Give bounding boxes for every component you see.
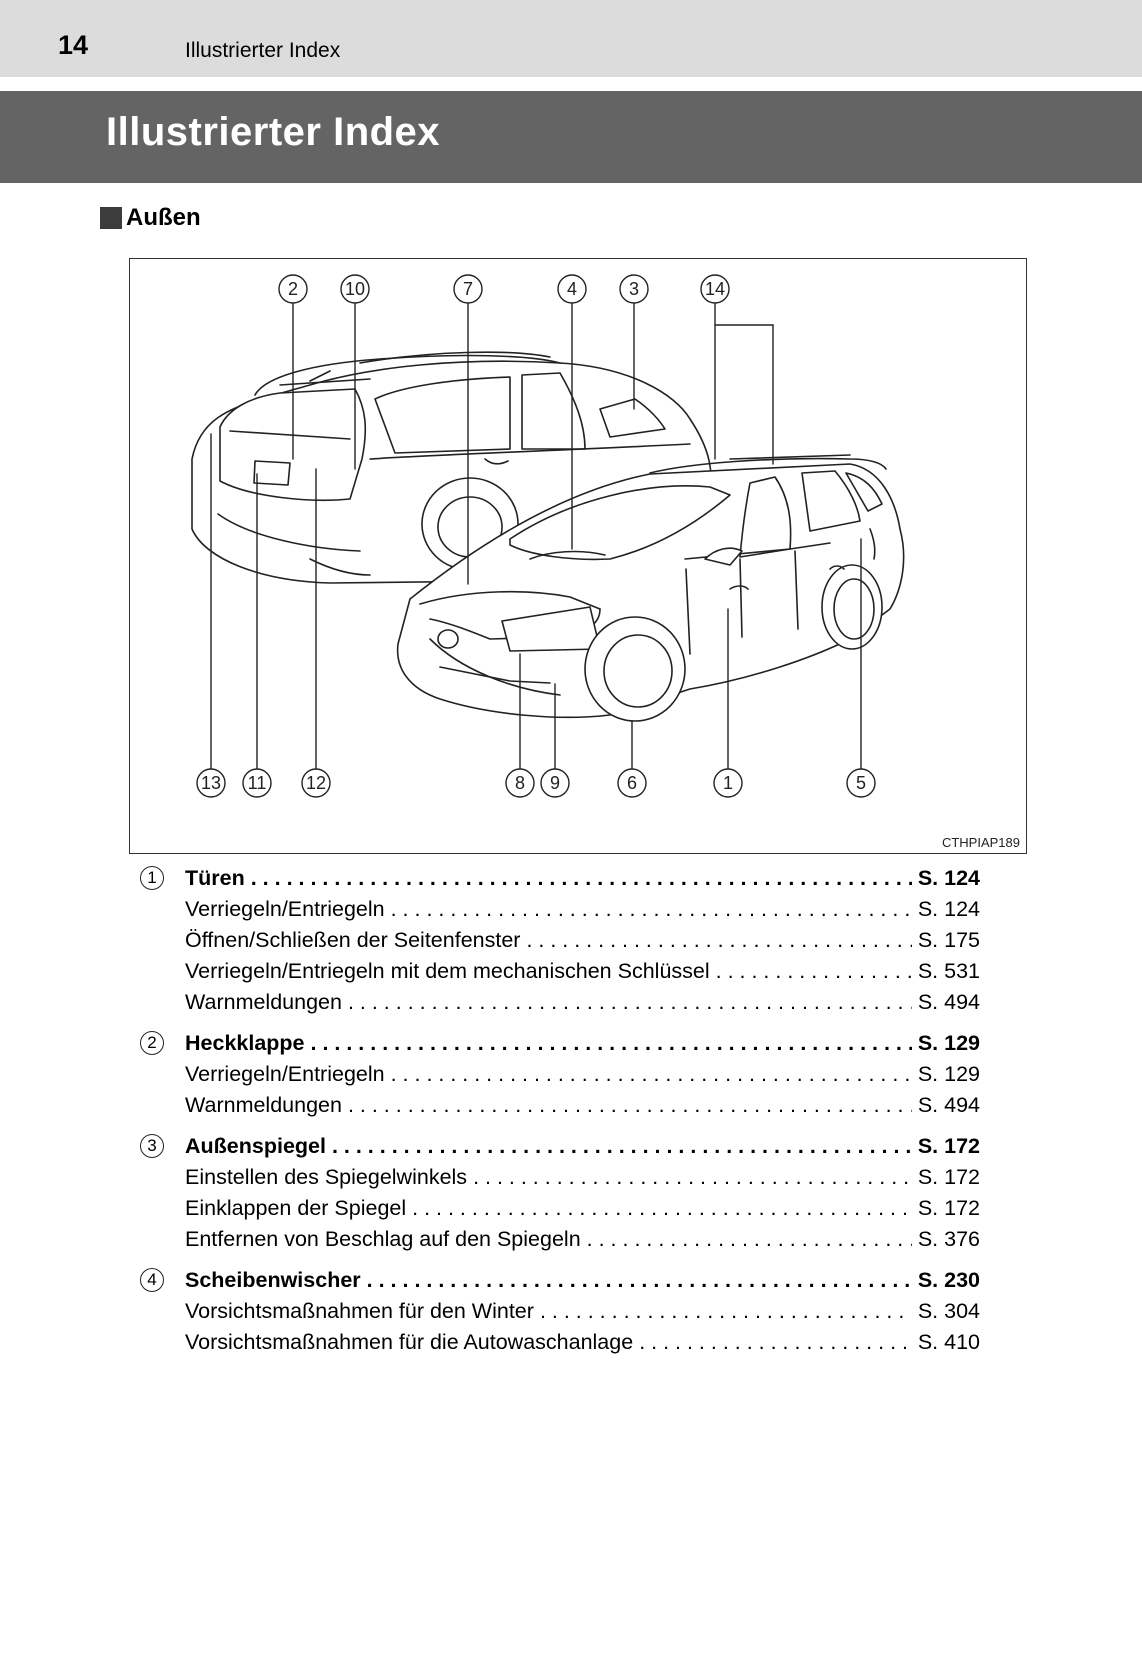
running-header: 14 Illustrierter Index xyxy=(0,0,1142,77)
index-entry-main: 1 Türen S. 124 xyxy=(140,863,980,894)
callout-8: 8 xyxy=(515,773,525,793)
index-entry-sub: Verriegeln/Entriegeln mit dem mechanisch… xyxy=(140,956,980,987)
dot-leader xyxy=(367,1265,912,1296)
page-reference: S. 304 xyxy=(917,1299,980,1323)
page-reference: S. 494 xyxy=(917,990,980,1014)
entry-number-badge: 4 xyxy=(140,1268,164,1292)
index-entry-sub: Verriegeln/Entriegeln S. 124 xyxy=(140,894,980,925)
running-section-title: Illustrierter Index xyxy=(185,39,341,62)
entry-label: Verriegeln/Entriegeln xyxy=(185,897,385,921)
entry-label: Öffnen/Schließen der Seitenfenster xyxy=(185,928,521,952)
index-entry-sub: Öffnen/Schließen der Seitenfenster S. 17… xyxy=(140,925,980,956)
figure-code: CTHPIAP189 xyxy=(941,835,1020,850)
dot-leader xyxy=(587,1224,912,1255)
car-line-drawing: 2 10 7 4 3 14 13 11 12 8 9 6 1 5 xyxy=(191,274,905,798)
dot-leader xyxy=(716,956,912,987)
callout-9: 9 xyxy=(550,773,560,793)
callout-13: 13 xyxy=(201,773,221,793)
page-title: Illustrierter Index xyxy=(106,110,441,154)
callout-4: 4 xyxy=(567,279,577,299)
index-entry-sub: Vorsichtsmaßnahmen für die Autowaschanla… xyxy=(140,1327,980,1358)
index-entry-sub: Entfernen von Beschlag auf den Spiegeln … xyxy=(140,1224,980,1255)
page-reference: S. 494 xyxy=(917,1093,980,1117)
callout-2: 2 xyxy=(288,279,298,299)
index-group: 2 Heckklappe S. 129 Verriegeln/Entriegel… xyxy=(140,1028,980,1121)
dot-leader xyxy=(473,1162,912,1193)
entry-label: Verriegeln/Entriegeln mit dem mechanisch… xyxy=(185,959,710,983)
entry-label: Vorsichtsmaßnahmen für die Autowaschanla… xyxy=(185,1330,634,1354)
subheading-label: Außen xyxy=(126,204,201,231)
index-entry-main: 3 Außenspiegel S. 172 xyxy=(140,1131,980,1162)
index-entry-sub: Einstellen des Spiegelwinkels S. 172 xyxy=(140,1162,980,1193)
chapter-title-bar: Illustrierter Index xyxy=(0,91,1142,183)
dot-leader xyxy=(391,1059,912,1090)
callout-leader-lines xyxy=(210,303,862,770)
entry-label: Einklappen der Spiegel xyxy=(185,1196,407,1220)
entry-label: Einstellen des Spiegelwinkels xyxy=(185,1165,468,1189)
page-reference: S. 129 xyxy=(917,1062,980,1086)
entry-number-badge: 3 xyxy=(140,1134,164,1158)
callout-14: 14 xyxy=(705,279,725,299)
subheading: Außen xyxy=(100,203,201,233)
entry-label: Verriegeln/Entriegeln xyxy=(185,1062,385,1086)
callout-circles xyxy=(196,274,876,798)
entry-label: Warnmeldungen xyxy=(185,1093,342,1117)
page-reference: S. 410 xyxy=(917,1330,980,1354)
index-entry-sub: Warnmeldungen S. 494 xyxy=(140,1090,980,1121)
page-reference: S. 124 xyxy=(917,866,980,890)
index-entry-sub: Verriegeln/Entriegeln S. 129 xyxy=(140,1059,980,1090)
dot-leader xyxy=(391,894,912,925)
dot-leader xyxy=(251,863,912,894)
entry-label: Entfernen von Beschlag auf den Spiegeln xyxy=(185,1227,581,1251)
index-entry-sub: Einklappen der Spiegel S. 172 xyxy=(140,1193,980,1224)
callout-1: 1 xyxy=(723,773,733,793)
page-reference: S. 175 xyxy=(917,928,980,952)
index-group: 3 Außenspiegel S. 172 Einstellen des Spi… xyxy=(140,1131,980,1255)
page-reference: S. 172 xyxy=(917,1134,980,1158)
callout-12: 12 xyxy=(306,773,326,793)
page-reference: S. 172 xyxy=(917,1196,980,1220)
entry-title: Scheibenwischer xyxy=(185,1268,361,1292)
page-reference: S. 129 xyxy=(917,1031,980,1055)
callout-6: 6 xyxy=(627,773,637,793)
entry-title: Außenspiegel xyxy=(185,1134,326,1158)
entry-number-badge: 2 xyxy=(140,1031,164,1055)
dot-leader xyxy=(526,925,911,956)
front-car-drawing xyxy=(396,454,905,722)
index-entry-main: 4 Scheibenwischer S. 230 xyxy=(140,1265,980,1296)
dot-leader xyxy=(639,1327,912,1358)
page-reference: S. 124 xyxy=(917,897,980,921)
entry-number-badge: 1 xyxy=(140,866,164,890)
index-group: 1 Türen S. 124 Verriegeln/Entriegeln S. … xyxy=(140,863,980,1018)
page-reference: S. 230 xyxy=(917,1268,980,1292)
dot-leader xyxy=(311,1028,912,1059)
callout-11: 11 xyxy=(248,773,267,793)
index-entry-main: 2 Heckklappe S. 129 xyxy=(140,1028,980,1059)
callout-3: 3 xyxy=(629,279,639,299)
callout-10: 10 xyxy=(345,279,365,299)
page-reference: S. 531 xyxy=(917,959,980,983)
index-entry-sub: Vorsichtsmaßnahmen für den Winter S. 304 xyxy=(140,1296,980,1327)
index-entries: 1 Türen S. 124 Verriegeln/Entriegeln S. … xyxy=(140,863,980,1368)
page-reference: S. 172 xyxy=(917,1165,980,1189)
page-number: 14 xyxy=(58,30,89,60)
callout-7: 7 xyxy=(463,279,473,299)
entry-title: Heckklappe xyxy=(185,1031,305,1055)
dot-leader xyxy=(540,1296,912,1327)
index-group: 4 Scheibenwischer S. 230 Vorsichtsmaßnah… xyxy=(140,1265,980,1358)
index-entry-sub: Warnmeldungen S. 494 xyxy=(140,987,980,1018)
dot-leader xyxy=(332,1131,912,1162)
exterior-illustration: 2 10 7 4 3 14 13 11 12 8 9 6 1 5 CTHPIAP… xyxy=(129,258,1027,854)
page-reference: S. 376 xyxy=(917,1227,980,1251)
dot-leader xyxy=(348,1090,912,1121)
square-bullet-icon xyxy=(100,207,122,229)
dot-leader xyxy=(412,1193,912,1224)
callout-5: 5 xyxy=(856,773,866,793)
entry-title: Türen xyxy=(185,866,245,890)
entry-label: Vorsichtsmaßnahmen für den Winter xyxy=(185,1299,534,1323)
dot-leader xyxy=(348,987,912,1018)
entry-label: Warnmeldungen xyxy=(185,990,342,1014)
